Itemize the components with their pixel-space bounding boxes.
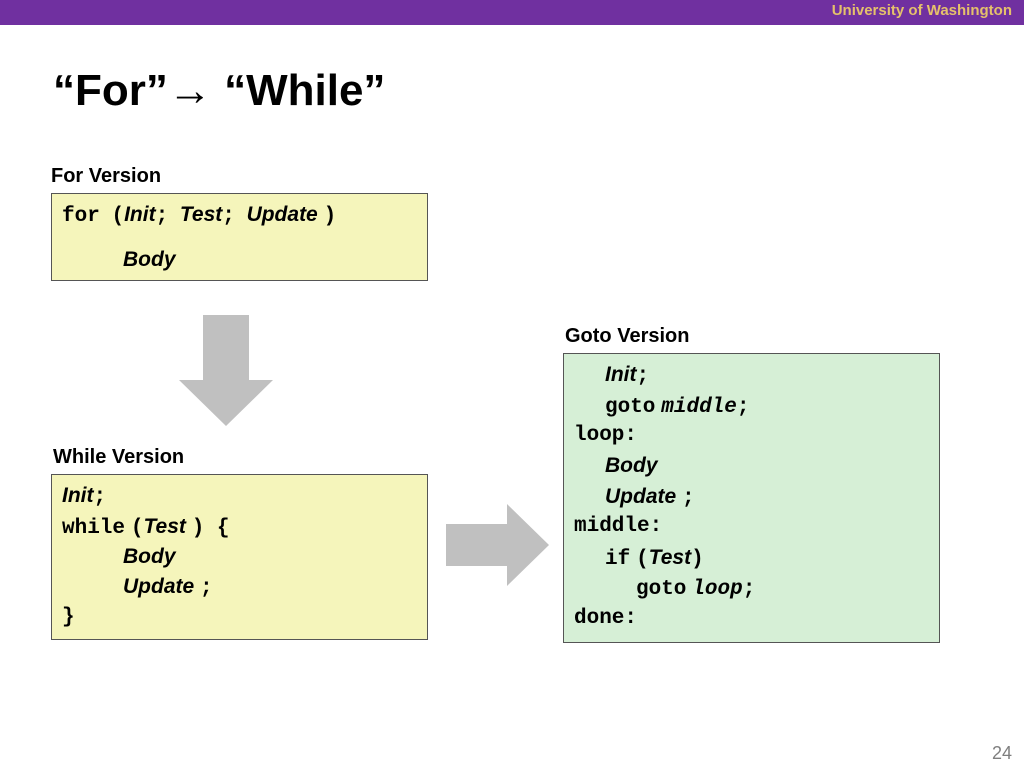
init-text: Init [605, 363, 637, 386]
goto-version-code-box: Init; goto middle; loop: Body Update ; m… [563, 353, 940, 643]
test-text: Test [143, 515, 186, 538]
goto-version-label: Goto Version [565, 325, 690, 347]
goto-loop-line: goto loop; [636, 575, 755, 603]
while-update-line: Update ; [123, 574, 213, 602]
paren-close-brace: ) { [191, 517, 230, 540]
init-text: Init [62, 484, 94, 507]
semicolon: ; [636, 365, 650, 388]
middle-label: middle: [574, 515, 663, 538]
body-text: Body [123, 545, 176, 568]
semicolon: ; [742, 578, 756, 601]
body-text: Body [123, 248, 176, 271]
institution-name: University of Washington [831, 2, 1012, 19]
update-text: Update [246, 203, 318, 226]
semicolon: ; [736, 396, 750, 419]
right-arrow-icon [446, 504, 549, 586]
test-text: Test [179, 203, 223, 226]
for-keyword: for [62, 205, 100, 228]
if-line: if (Test) [605, 545, 704, 573]
goto-init-line: Init; [605, 362, 649, 390]
while-version-code-box: Init; while (Test ) { Body Update ; } [51, 474, 428, 640]
body-text: Body [605, 454, 658, 477]
while-keyword: while [62, 517, 126, 540]
semicolon: ; [222, 205, 235, 228]
paren-open: ( [130, 517, 144, 540]
semicolon: ; [155, 205, 169, 228]
while-init-line: Init; [62, 483, 106, 511]
goto-update-line: Update ; [605, 484, 695, 512]
paren-close: ) [691, 548, 704, 571]
slide-title: “For”→ “While” [53, 66, 386, 115]
close-brace: } [62, 606, 75, 629]
goto-keyword: goto [636, 578, 687, 601]
loop-label: loop: [574, 424, 638, 447]
update-text: Update [605, 485, 677, 508]
if-keyword: if [605, 548, 631, 571]
for-header-line: for (Init; Test; Update ) [62, 202, 336, 230]
while-version-label: While Version [53, 446, 185, 468]
for-version-label: For Version [51, 165, 162, 187]
down-arrow-icon [179, 315, 273, 426]
middle-label-ref: middle [661, 396, 737, 419]
loop-label-ref: loop [692, 578, 743, 601]
test-text: Test [648, 546, 692, 569]
semicolon: ; [200, 577, 213, 600]
semicolon: ; [682, 487, 695, 510]
goto-middle-line: goto middle; [605, 393, 750, 421]
paren-open: ( [636, 548, 649, 571]
goto-keyword: goto [605, 396, 656, 419]
paren-open: ( [111, 205, 125, 228]
paren-close: ) [323, 205, 337, 228]
header-bar: University of Washington [0, 0, 1024, 25]
for-version-code-box: for (Init; Test; Update ) Body [51, 193, 428, 281]
update-text: Update [123, 575, 195, 598]
init-text: Init [124, 203, 156, 226]
done-label: done: [574, 607, 638, 630]
while-header-line: while (Test ) { [62, 514, 230, 542]
semicolon: ; [93, 486, 107, 509]
page-number: 24 [991, 743, 1012, 763]
